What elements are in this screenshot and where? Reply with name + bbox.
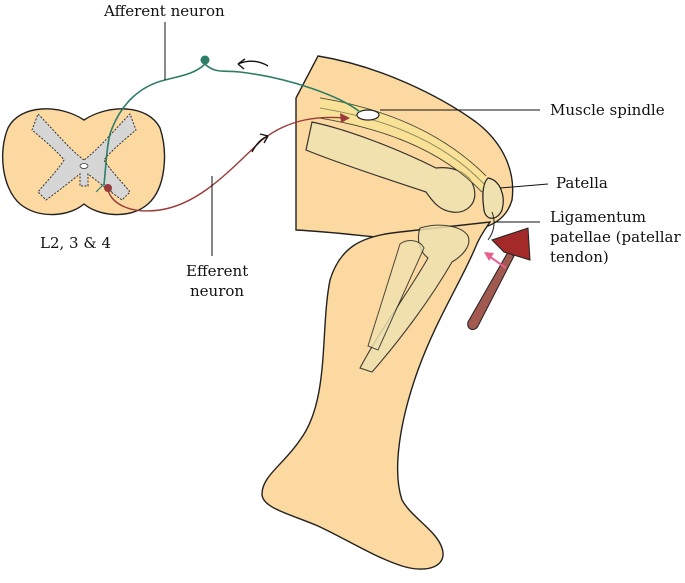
afferent-direction-arrow	[237, 60, 269, 67]
label-ligament-line2: patellae (patellar	[550, 228, 681, 246]
efferent-nerve	[107, 116, 346, 212]
efferent-arrowhead	[340, 113, 350, 123]
hammer-head	[491, 227, 531, 261]
afferent-ganglion	[200, 55, 210, 65]
afferent-nerve	[103, 62, 361, 185]
reflex-hammer	[467, 227, 531, 330]
muscle-spindle	[356, 109, 380, 121]
label-efferent-line1: Efferent	[186, 262, 248, 280]
label-efferent-line2: neuron	[190, 282, 244, 300]
direction-arrows	[237, 58, 269, 153]
afferent-nerve-path	[95, 55, 361, 193]
label-afferent-neuron: Afferent neuron	[103, 2, 225, 20]
label-ligament-line1: Ligamentum	[550, 208, 646, 226]
label-ligament-line3: tendon)	[550, 248, 609, 266]
quadriceps-tint	[320, 98, 486, 192]
label-muscle-spindle: Muscle spindle	[550, 101, 665, 119]
leader-lines	[164, 22, 549, 256]
fibula	[367, 240, 425, 351]
label-patella: Patella	[556, 174, 608, 192]
motor-neuron-body	[104, 184, 112, 192]
central-canal	[79, 163, 89, 169]
femur	[305, 121, 476, 213]
patella-bone	[482, 177, 504, 219]
tap-arrowhead	[484, 252, 494, 261]
hammer-handle	[467, 251, 515, 330]
efferent-direction-arrow	[251, 135, 269, 153]
label-spinal-level: L2, 3 & 4	[40, 234, 111, 252]
efferent-nerve-path	[104, 113, 350, 212]
lower-leg-and-foot	[261, 221, 492, 570]
tibia	[359, 224, 470, 373]
leg	[261, 55, 514, 570]
patellar-tendon	[487, 211, 495, 241]
spinal-cord-section	[2, 108, 166, 216]
leader-patella	[499, 183, 549, 189]
